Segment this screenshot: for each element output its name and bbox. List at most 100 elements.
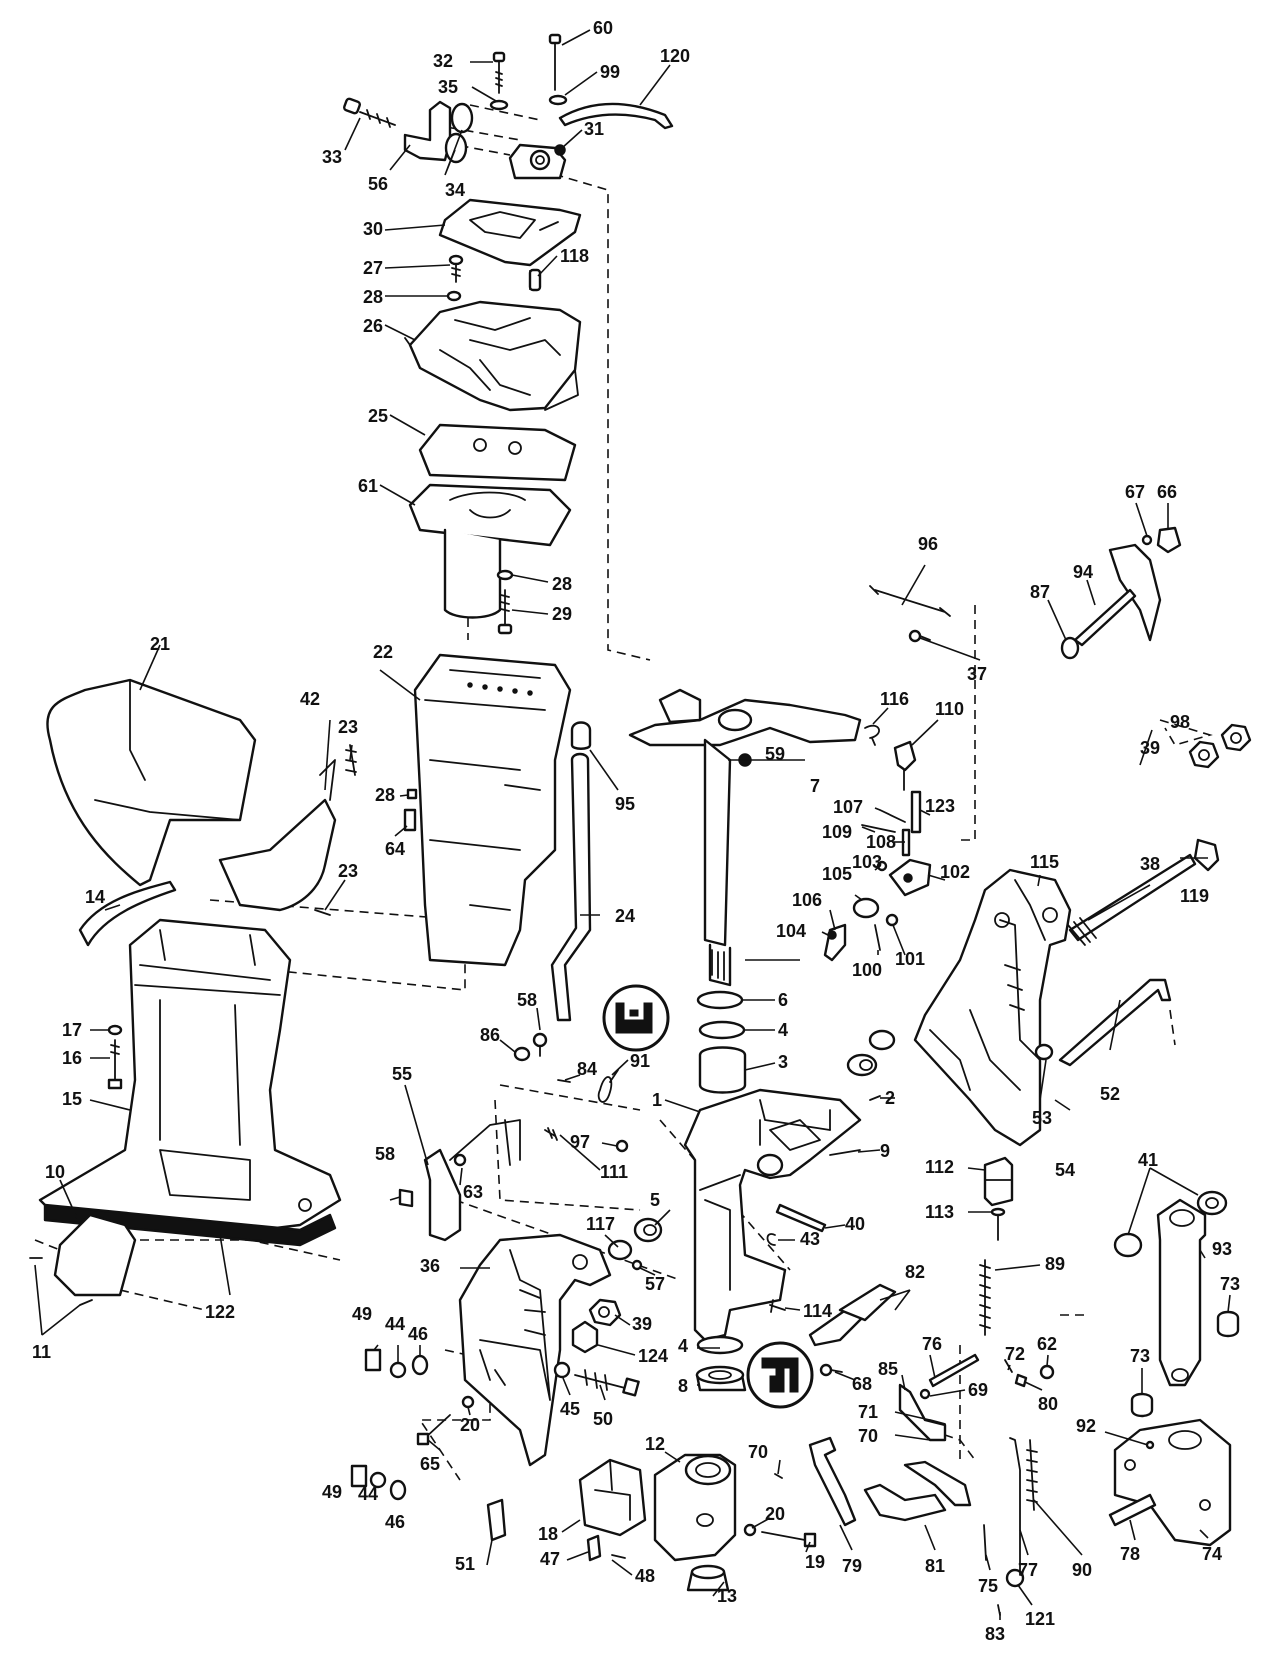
part-61-exhaust-tube <box>408 483 572 619</box>
part-44-nut-upper <box>389 1361 407 1379</box>
callout-39-b: 39 <box>1140 738 1160 758</box>
part-84-pin <box>557 1079 571 1083</box>
part-113-screw <box>990 1207 1006 1241</box>
part-27-screw <box>448 254 464 283</box>
part-56-bracket <box>403 100 452 162</box>
part-111-spring <box>544 1127 558 1141</box>
callout-69: 69 <box>968 1380 988 1400</box>
part-20-washer-left <box>461 1395 475 1409</box>
part-41-bushing-top <box>1196 1190 1228 1216</box>
part-22-exhaust-housing <box>413 653 572 967</box>
callout-89: 89 <box>1045 1254 1065 1274</box>
callout-65: 65 <box>420 1454 440 1474</box>
callout-28-b: 28 <box>552 574 572 594</box>
part-38-tilt-tube <box>1067 853 1197 946</box>
callout-50: 50 <box>593 1409 613 1429</box>
part-104-screw <box>827 930 837 940</box>
callout-74: 74 <box>1202 1544 1222 1564</box>
callout-13: 13 <box>717 1586 737 1606</box>
callout-67: 67 <box>1125 482 1145 502</box>
part-34-washer-a <box>450 102 474 134</box>
part-47-clip <box>586 1534 602 1562</box>
callout-99: 99 <box>600 62 620 82</box>
part-8-bearing <box>695 1365 747 1392</box>
part-illustrations <box>29 33 1252 1616</box>
callout-79: 79 <box>842 1556 862 1576</box>
part-16-bolt <box>107 1039 123 1090</box>
part-93-shock-cylinder <box>1156 1198 1207 1387</box>
part-105-spring-ring <box>852 897 880 919</box>
callout-107: 107 <box>833 797 863 817</box>
callout-45: 45 <box>560 1399 580 1419</box>
part-60-bolt <box>548 33 562 91</box>
callout-20-b: 20 <box>765 1504 785 1524</box>
callout-124: 124 <box>638 1346 668 1366</box>
part-4-seal-lower <box>696 1335 744 1355</box>
part-106-lever <box>823 923 847 962</box>
part-94-tilt-lever <box>1073 543 1162 647</box>
callout-59: 59 <box>765 744 785 764</box>
callout-41: 41 <box>1138 1150 1158 1170</box>
part-41-bushing-side <box>1113 1232 1143 1258</box>
callout-113: 113 <box>925 1202 954 1222</box>
part-110-switch <box>893 740 917 791</box>
callout-44-a: 44 <box>385 1314 405 1334</box>
part-42-latch-and-cover-right <box>218 759 337 912</box>
callout-73-b: 73 <box>1130 1346 1150 1366</box>
part-102-cam <box>888 858 932 897</box>
callout-91: 91 <box>630 1051 650 1071</box>
part-3-bushing <box>698 1046 747 1094</box>
callout-21: 21 <box>150 634 170 654</box>
part-15-driveshaft-housing <box>38 918 342 1247</box>
part-103-clip <box>876 860 888 872</box>
part-45-washer <box>553 1361 571 1379</box>
callout-48: 48 <box>635 1566 655 1586</box>
callout-20-a: 20 <box>460 1415 480 1435</box>
part-117-washer-left <box>607 1239 633 1261</box>
callout-98: 98 <box>1170 712 1190 732</box>
callout-118: 118 <box>560 246 589 266</box>
part-81-lever-upper <box>903 1460 972 1507</box>
part-98-nut <box>1220 723 1252 752</box>
callout-56: 56 <box>368 174 388 194</box>
callout-121: 121 <box>1025 1609 1055 1629</box>
lower-thrust-bearing-symbol-icon <box>746 1341 814 1409</box>
callout-114: 114 <box>803 1301 832 1321</box>
callout-82: 82 <box>905 1262 925 1282</box>
callout-84: 84 <box>577 1059 597 1079</box>
part-109-wire <box>861 824 896 833</box>
part-37-screw <box>908 629 931 643</box>
callout-27: 27 <box>363 258 383 278</box>
part-124-spacer <box>571 1320 599 1354</box>
part-25-gasket <box>418 423 577 482</box>
part-50-bolt <box>574 1369 640 1397</box>
part-66-knob <box>1156 526 1182 554</box>
callout-46-a: 46 <box>408 1324 428 1344</box>
callout-17: 17 <box>62 1020 82 1040</box>
part-95-grommet <box>570 721 592 750</box>
callout-76: 76 <box>922 1334 942 1354</box>
part-36-stern-bracket-left <box>458 1233 612 1467</box>
callout-116: 116 <box>880 689 909 709</box>
callout-58-a: 58 <box>517 990 537 1010</box>
part-35-washer <box>489 99 509 111</box>
callout-2: 2 <box>885 1088 895 1108</box>
callout-111: 111 <box>600 1162 628 1182</box>
callout-66: 66 <box>1157 482 1177 502</box>
part-58-screw-upper <box>532 1032 548 1057</box>
callout-104: 104 <box>776 921 806 941</box>
callout-80: 80 <box>1038 1394 1058 1414</box>
part-70-pin-lower <box>774 1473 783 1479</box>
callout-96: 96 <box>918 534 938 554</box>
callout-52: 52 <box>1100 1084 1120 1104</box>
part-32-bolt <box>492 51 506 94</box>
part-86-washer <box>513 1046 531 1062</box>
part-64-clip <box>403 808 417 832</box>
callout-62: 62 <box>1037 1334 1057 1354</box>
callout-11: 11 <box>32 1342 51 1362</box>
part-91-spring <box>597 1069 619 1103</box>
part-99-washer <box>548 94 568 106</box>
part-1-swivel-bracket <box>683 1088 862 1342</box>
callout-95: 95 <box>615 794 635 814</box>
part-4-seal-upper <box>698 1020 746 1040</box>
